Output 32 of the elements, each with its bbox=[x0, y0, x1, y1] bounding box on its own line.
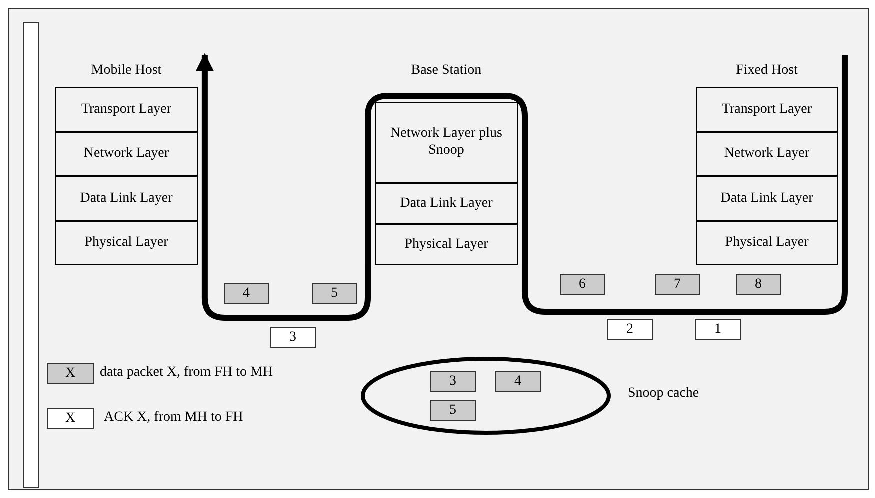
ack-packet: 2 bbox=[607, 319, 653, 340]
layer-box: Physical Layer bbox=[696, 220, 838, 265]
stack-heading: Mobile Host bbox=[90, 62, 163, 80]
layer-box: Network Layer bbox=[55, 132, 198, 176]
data-packet: 6 bbox=[560, 274, 605, 295]
swatch-label: X bbox=[65, 410, 76, 426]
stack-heading: Base Station bbox=[410, 62, 483, 80]
stack-heading: Fixed Host bbox=[735, 62, 799, 80]
data-packet: 8 bbox=[736, 274, 781, 295]
layer-box: Physical Layer bbox=[375, 224, 518, 265]
layer-box: Transport Layer bbox=[696, 87, 838, 132]
layer-box: Network Layer bbox=[696, 132, 838, 176]
layer-box: Transport Layer bbox=[55, 87, 198, 132]
data-packet: 5 bbox=[312, 283, 357, 304]
layer-box: Data Link Layer bbox=[55, 176, 198, 220]
legend-text: ACK X, from MH to FH bbox=[104, 409, 244, 427]
data-packet: 7 bbox=[655, 274, 700, 295]
layer-box: Data Link Layer bbox=[375, 182, 518, 224]
ack-packet: 1 bbox=[695, 319, 741, 340]
node-caption: Snoop cache bbox=[628, 386, 700, 402]
swatch-label: X bbox=[65, 366, 76, 382]
arrow bbox=[196, 53, 371, 321]
data-packet: 4 bbox=[495, 371, 541, 392]
ack-packet: 3 bbox=[270, 327, 316, 348]
data-packet: 3 bbox=[430, 371, 476, 392]
legend-text: data packet X, from FH to MH bbox=[100, 364, 274, 382]
data-packet: 4 bbox=[224, 283, 269, 304]
layer-box: Data Link Layer bbox=[696, 176, 838, 220]
data-packet: 5 bbox=[430, 400, 476, 421]
layer-box: Physical Layer bbox=[55, 220, 198, 265]
ellipse-outline bbox=[360, 356, 612, 436]
layer-box: Network Layer plus Snoop bbox=[375, 102, 518, 182]
